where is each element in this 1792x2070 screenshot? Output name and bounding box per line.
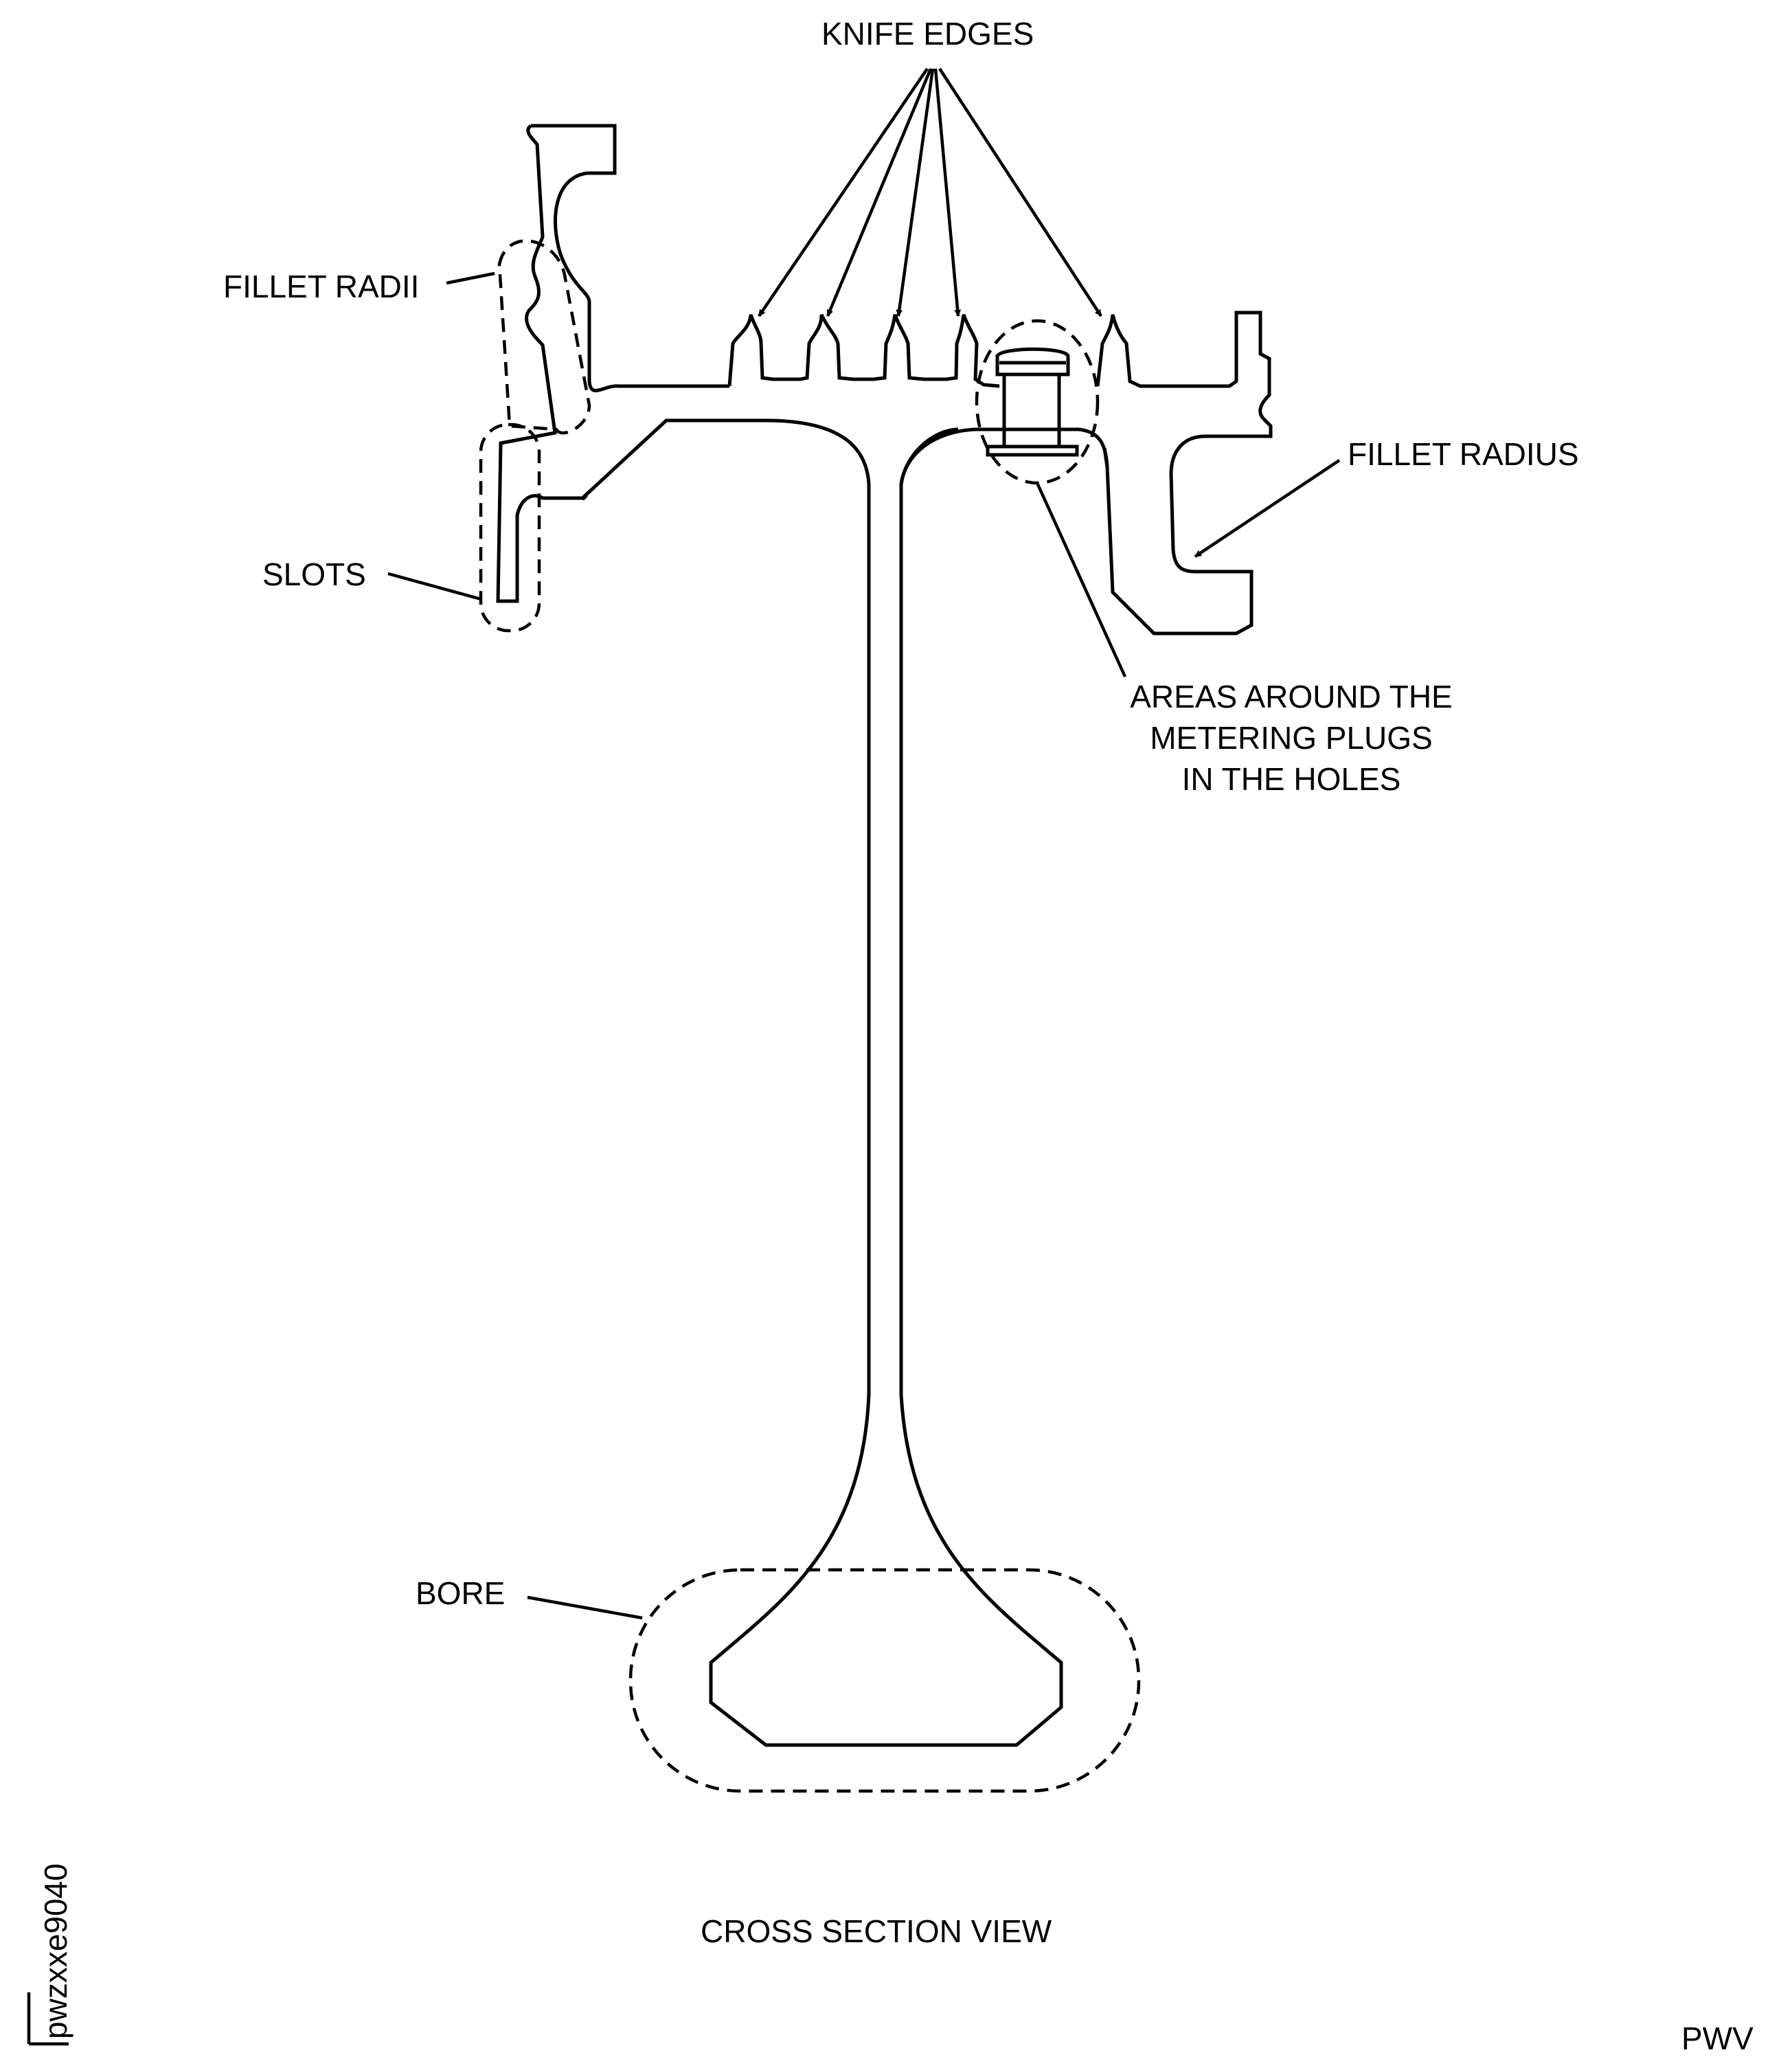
metering-plugs-leader [1035,482,1127,677]
figure-id-bracket [27,1992,69,2046]
metering-plug-region [975,319,1100,485]
metering-plug [986,347,1079,457]
label-metering-plugs-line1: AREAS AROUND THE [1130,679,1453,715]
label-metering-plugs-line3: IN THE HOLES [1181,761,1401,797]
slots-region [479,423,541,633]
label-fillet-radius: FILLET RADIUS [1348,436,1579,472]
disk-web-right-top [899,427,1109,485]
fillet-radius-leader [1194,459,1341,558]
label-fillet-radii: FILLET RADII [223,269,420,304]
disk-web-outline [581,418,1063,1747]
fillet-radii-region [497,239,591,435]
label-metering-plugs-line2: METERING PLUGS [1150,719,1433,756]
knife-edge-platform [727,313,1000,388]
right-knife-edge [1096,311,1273,635]
left-flange-inner-outline [496,124,580,603]
bore-region [628,1568,1141,1793]
left-flange-outline [531,124,729,392]
label-bore: BORE [416,1575,506,1611]
label-knife-edges: KNIFE EDGES [821,16,1034,52]
figure-id: pwzxxe9040 [38,1863,73,2039]
footer-code: PWV [1681,2021,1754,2056]
view-title: CROSS SECTION VIEW [701,1913,1052,1949]
bore-leader [527,1595,643,1620]
slots-leader [387,572,481,601]
knife-edge-leaders [758,67,1102,317]
label-metering-plugs: AREAS AROUND THE METERING PLUGS IN THE H… [1085,677,1497,800]
label-slots: SLOTS [262,556,366,592]
fillet-radii-leader [446,271,495,285]
